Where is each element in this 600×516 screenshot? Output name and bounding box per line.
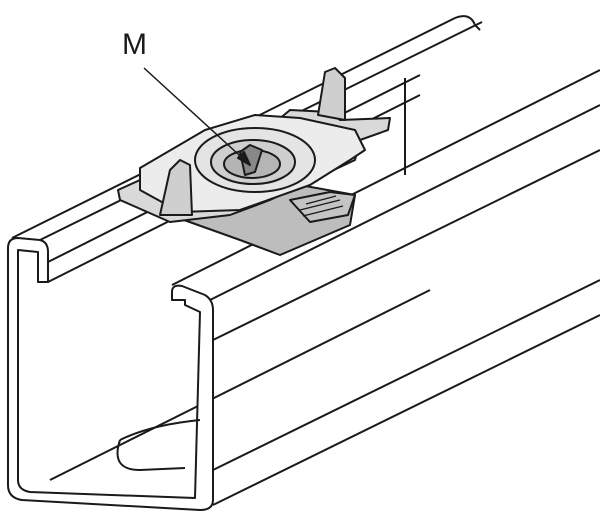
channel-nut bbox=[117, 67, 391, 256]
leader-line-m bbox=[143, 67, 251, 166]
leader-arrowhead bbox=[237, 151, 251, 166]
strut-channel bbox=[7, 15, 600, 511]
label-m: M bbox=[122, 28, 147, 61]
